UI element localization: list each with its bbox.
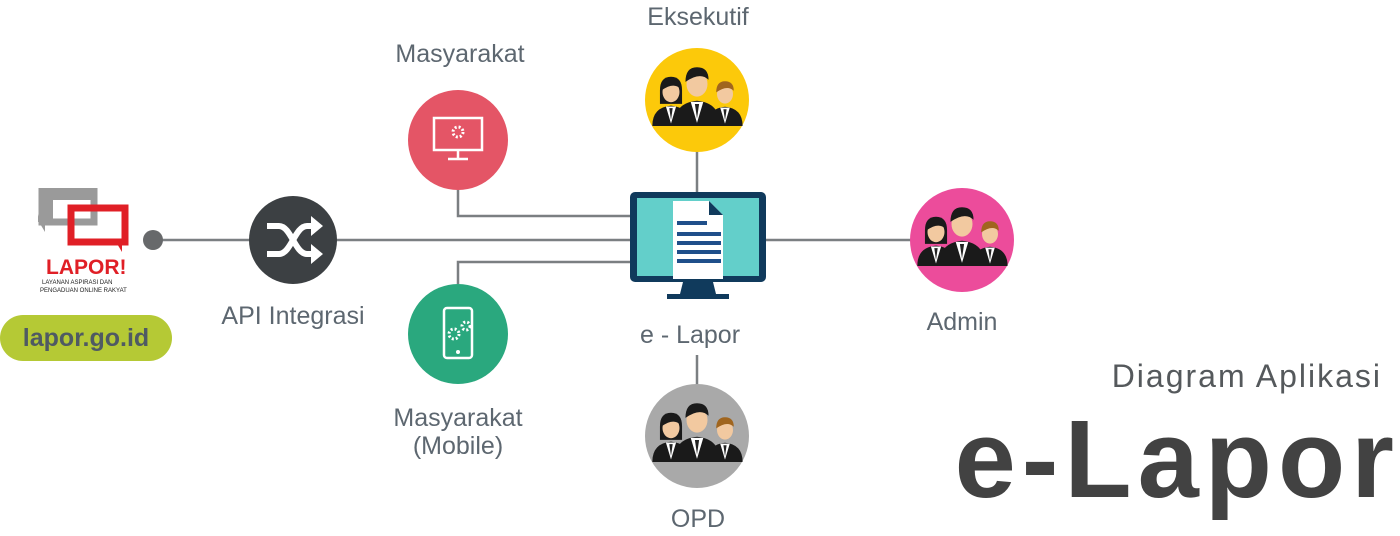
connector-dot (143, 230, 163, 250)
diagram-subtitle: Diagram Aplikasi (1111, 358, 1382, 394)
monitor-document-icon (630, 192, 766, 299)
mobile-label-line1: Masyarakat (393, 404, 523, 432)
admin-people-icon (910, 188, 1014, 297)
admin-label: Admin (926, 308, 998, 336)
mobile-label: Masyarakat(Mobile) (393, 404, 522, 460)
api-label: API Integrasi (221, 302, 365, 330)
opd-label: OPD (670, 505, 726, 533)
mobile-gear-icon (408, 284, 508, 384)
elapor-label: e - Lapor (639, 321, 741, 349)
mobile-label-line2: (Mobile) (412, 432, 504, 460)
api-shuffle-icon (249, 196, 337, 284)
desktop-gear-icon (408, 90, 508, 190)
eksekutif-label: Eksekutif (647, 3, 749, 31)
svg-text:LAPOR!: LAPOR! (46, 256, 127, 279)
svg-text:LAYANAN ASPIRASI DAN: LAYANAN ASPIRASI DAN (42, 280, 112, 286)
lapor-logo: LAPOR! LAYANAN ASPIRASI DAN PENGADUAN ON… (38, 188, 129, 294)
opd-people-icon (645, 384, 749, 493)
site-link[interactable]: lapor.go.id (0, 315, 172, 361)
eksekutif-people-icon (645, 48, 749, 157)
masyarakat-label: Masyarakat (395, 40, 525, 68)
diagram-title: e-Lapor (954, 398, 1400, 521)
svg-text:PENGADUAN ONLINE RAKYAT: PENGADUAN ONLINE RAKYAT (40, 288, 127, 294)
